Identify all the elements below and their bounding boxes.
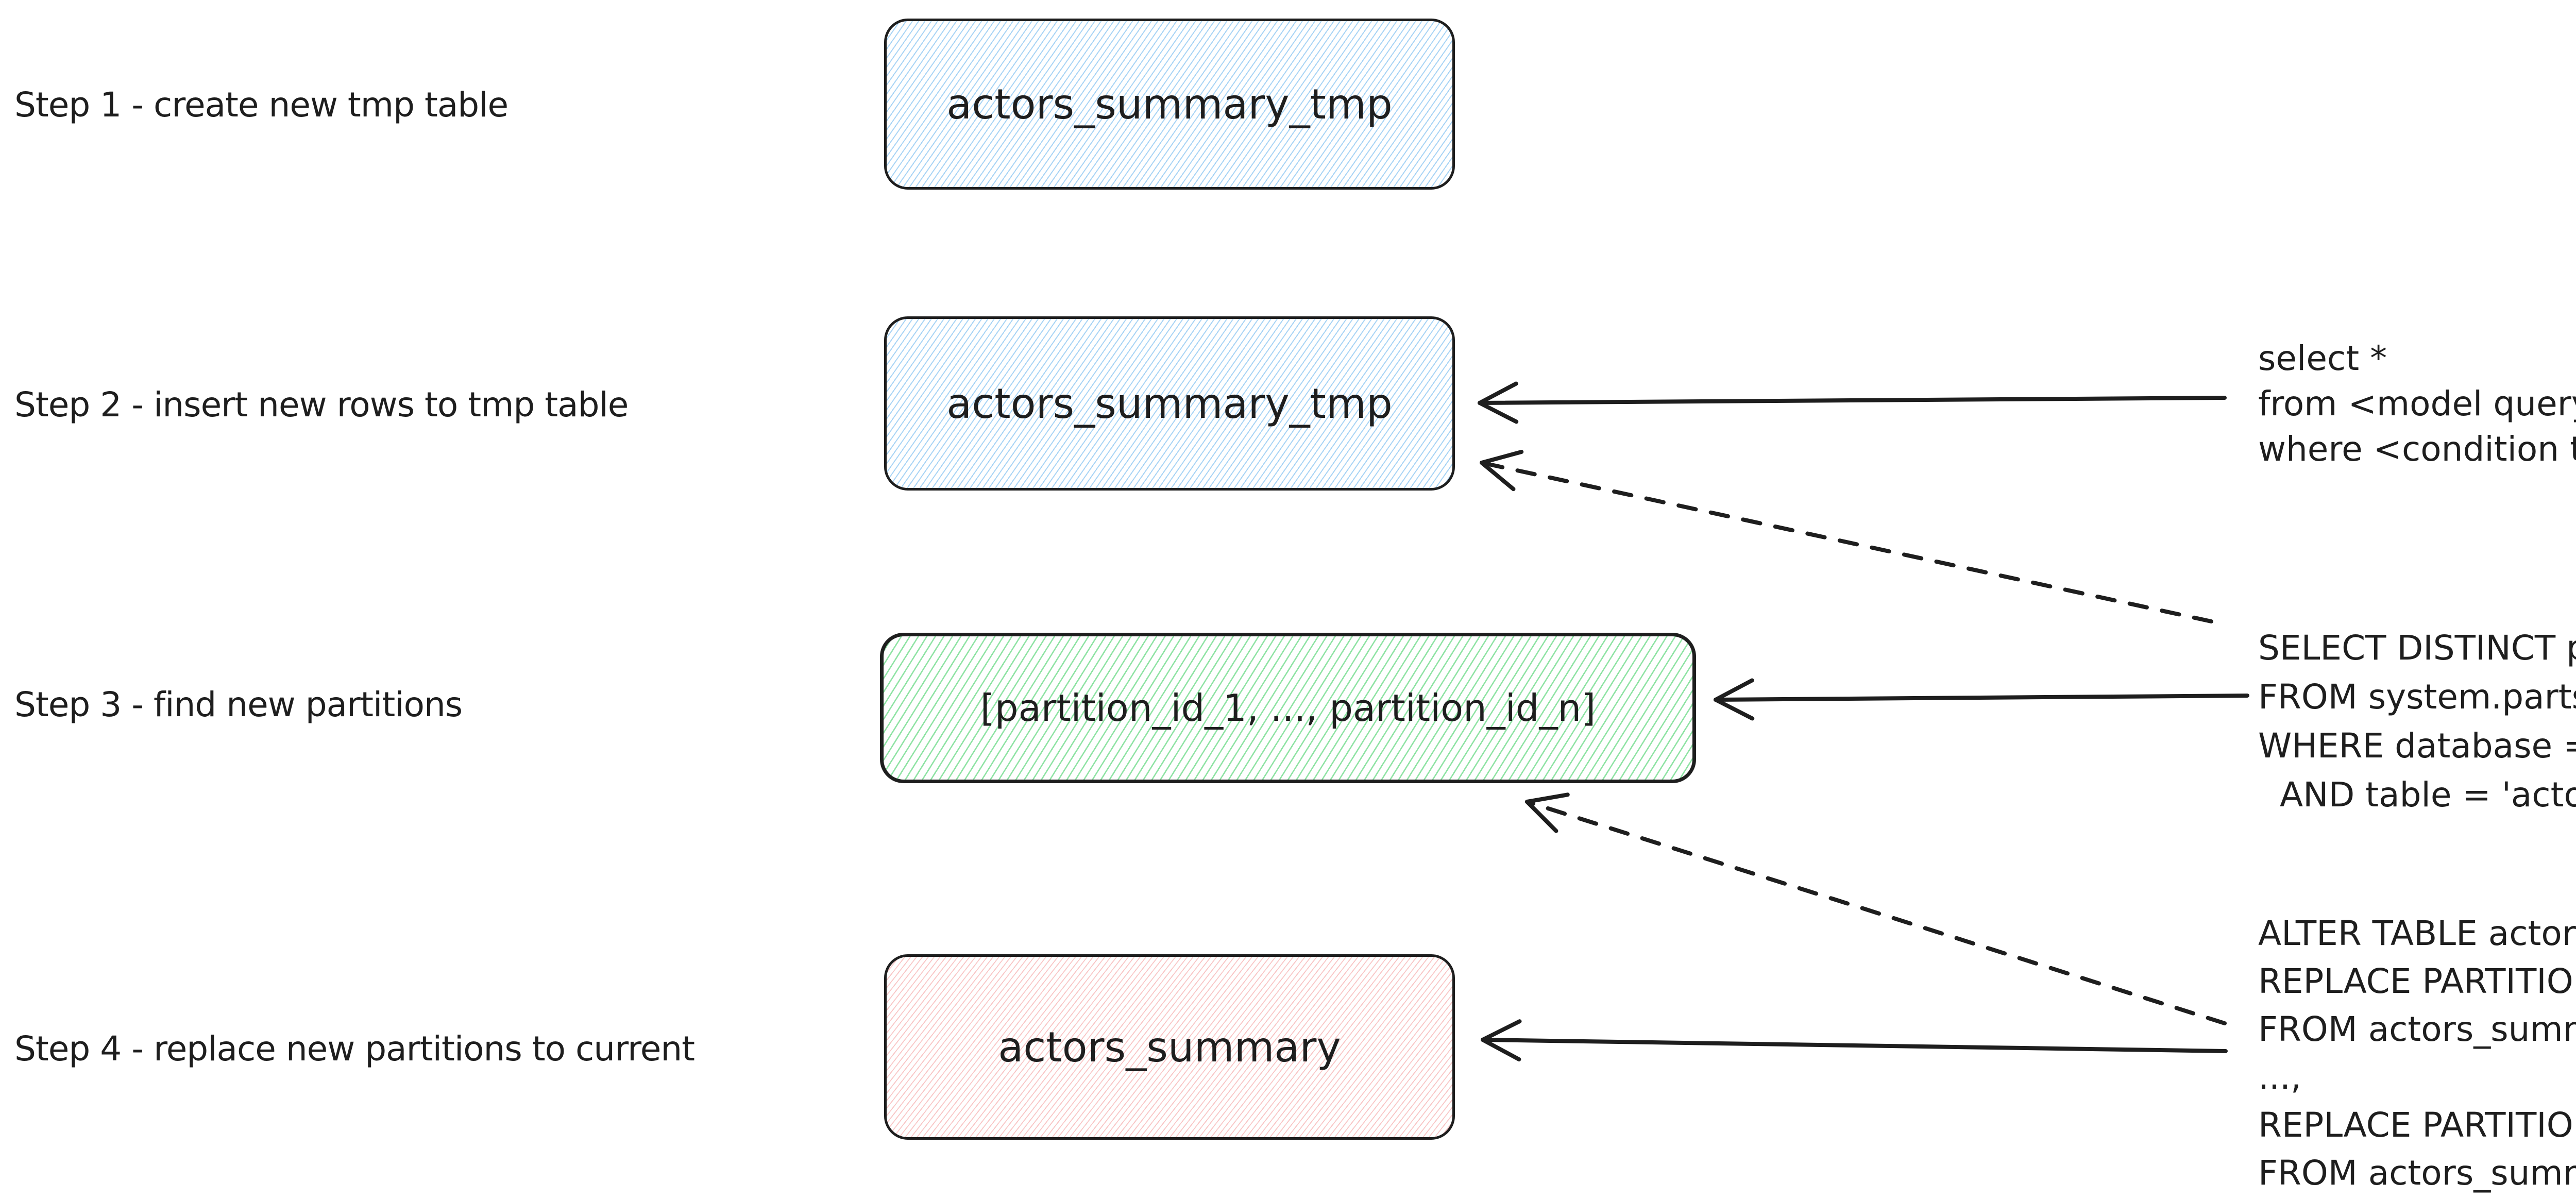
sql-line: WHERE database = <database> (2258, 726, 2576, 766)
sql-line: FROM system.parts (2258, 677, 2576, 717)
arrow-shaft (1478, 396, 2227, 405)
arrowhead (1714, 678, 1754, 702)
box-step4-label: actors_summary (998, 1023, 1341, 1071)
sql-line: SELECT DISTINCT partition_id (2258, 628, 2576, 668)
sql-select-distinct-text: SELECT DISTINCT partition_id FROM system… (2258, 623, 2576, 819)
sql-line: AND table = 'actors_summary_tmp' (2279, 775, 2576, 815)
box-step2-label: actors_summary_tmp (946, 379, 1393, 428)
arrow-select-to-tmp-table (1478, 381, 2227, 424)
step-4-label: Step 4 - replace new partitions to curre… (14, 1029, 695, 1069)
arrowhead (1481, 1038, 1521, 1062)
arrow-replace-partition-to-actors-summary (1481, 1019, 2228, 1062)
box-step1-tmp-table: actors_summary_tmp (884, 19, 1455, 190)
step-3-label: Step 3 - find new partitions (14, 685, 463, 724)
box-step4-actors-summary: actors_summary (884, 954, 1455, 1140)
sql-line: REPLACE PARTITION partition_id_n (2258, 1105, 2576, 1145)
arrowhead (1525, 792, 1570, 804)
box-step2-tmp-table: actors_summary_tmp (884, 316, 1455, 491)
box-step3-label: [partition_id_1, ..., partition_id_n] (980, 686, 1596, 730)
sql-line: ..., (2258, 1057, 2301, 1097)
arrow-select-distinct-to-partition-list (1714, 678, 2249, 721)
box-step1-label: actors_summary_tmp (946, 80, 1393, 128)
sql-line: FROM actors_summary_tmp, (2258, 1009, 2576, 1049)
arrow-shaft (1480, 461, 2213, 623)
arrow-shaft (1525, 800, 2227, 1025)
sql-alter-table-text: ALTER TABLE actors_summary REPLACE PARTI… (2258, 909, 2576, 1197)
arrow-shaft (1481, 1038, 2228, 1053)
arrow-select-distinct-to-tmp-table (1480, 449, 2213, 623)
arrowhead (1478, 401, 1519, 424)
arrow-shaft (1714, 694, 2249, 702)
sql-insert-select-text: select * from <model query> where <condi… (2258, 336, 2576, 472)
sql-line: REPLACE PARTITION partition_id_1 (2258, 961, 2576, 1001)
arrowhead (1478, 381, 1518, 405)
arrowhead (1480, 461, 1516, 492)
step-1-label: Step 1 - create new tmp table (14, 85, 509, 125)
sql-line: select * (2258, 339, 2387, 378)
sql-line: ALTER TABLE actors_summary (2258, 914, 2576, 953)
arrowhead (1480, 449, 1524, 465)
sql-line: from <model query> (2258, 384, 2576, 424)
arrowhead (1525, 800, 1558, 833)
sql-line: where <condition to identify new> (2258, 429, 2576, 469)
arrow-replace-partition-to-partition-list (1525, 792, 2227, 1025)
arrowhead (1714, 698, 1755, 721)
sql-line: FROM actors_summary_tmp, (2258, 1153, 2576, 1193)
box-step3-partition-list: [partition_id_1, ..., partition_id_n] (880, 633, 1696, 783)
step-2-label: Step 2 - insert new rows to tmp table (14, 385, 629, 425)
arrowhead (1481, 1019, 1522, 1042)
